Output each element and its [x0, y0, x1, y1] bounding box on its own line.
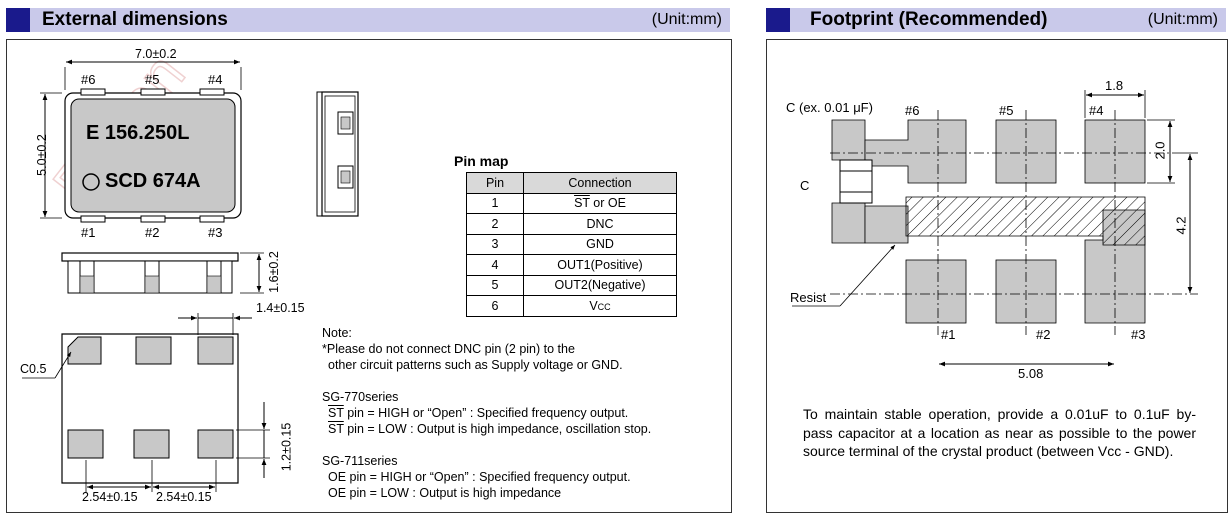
series-line: ST pin = LOW : Output is high impedance,… — [328, 422, 652, 436]
column-header: Connection — [523, 172, 677, 194]
header-title: External dimensions — [42, 9, 228, 30]
footprint-drawing — [792, 90, 1198, 367]
chamfer-label: C0.5 — [20, 362, 47, 376]
note-line: other circuit patterns such as Supply vo… — [328, 358, 623, 372]
c-label: C — [800, 178, 810, 193]
pin-label: #3 — [208, 225, 223, 240]
pin-label: #5 — [999, 103, 1014, 118]
pad-width-dimension-label: 1.4±0.15 — [256, 301, 305, 315]
series-line: OE pin = HIGH or “Open” : Specified freq… — [328, 470, 631, 484]
pin-cell: 6 — [466, 295, 524, 317]
header-unit: (Unit:mm) — [651, 11, 722, 28]
width-dimension-label: 7.0±0.2 — [135, 47, 177, 61]
table-header-row: Pin Connection — [466, 172, 677, 194]
thickness-dimension-label: 1.6±0.2 — [266, 251, 281, 293]
marking-line1: E 156.250L — [86, 122, 190, 144]
pin-cell: 3 — [466, 233, 524, 255]
pin-label: #6 — [81, 72, 96, 87]
note-label: Note: — [322, 326, 352, 340]
external-dimensions-header: External dimensions (Unit:mm) — [6, 8, 730, 32]
front-view-package — [61, 252, 239, 294]
pin-label: #6 — [905, 103, 920, 118]
row-pitch-dimension-label: 4.2 — [1173, 216, 1189, 235]
pin-cell: 1 — [466, 192, 524, 214]
pin-label: #1 — [81, 225, 96, 240]
pad-height-dimension-label: 1.2±0.15 — [279, 422, 294, 472]
connection-cell: DNC — [523, 213, 677, 235]
pad-height-dimension-label: 2.0 — [1152, 141, 1168, 160]
pin-cell: 4 — [466, 254, 524, 276]
capacitor-label: C (ex. 0.01 μF) — [786, 100, 873, 115]
pad-width-dimension-label: 1.8 — [1105, 78, 1124, 93]
pin-label: #2 — [145, 225, 160, 240]
side-view-package — [316, 91, 359, 217]
height-dimension-label: 5.0±0.2 — [34, 134, 49, 176]
series-line: OE pin = LOW : Output is high impedance — [328, 486, 562, 500]
pin-label: #4 — [208, 72, 223, 87]
series-title: SG-711series — [322, 454, 398, 468]
header-unit: (Unit:mm) — [1147, 11, 1218, 28]
top-view-package — [64, 88, 242, 223]
resist-label: Resist — [790, 290, 827, 305]
pin-label: #1 — [941, 327, 956, 342]
pin-label: #3 — [1131, 327, 1146, 342]
pitch-dimension-label: 2.54±0.15 — [82, 490, 138, 504]
pin-cell: 2 — [466, 213, 524, 235]
note-line: *Please do not connect DNC pin (2 pin) t… — [322, 342, 575, 356]
bottom-view-package — [61, 333, 239, 484]
header-square-icon — [6, 8, 30, 32]
column-span-dimension-label: 5.08 — [1018, 366, 1044, 381]
header-title: Footprint (Recommended) — [810, 9, 1048, 30]
pin1-marker-icon — [82, 173, 100, 191]
connection-cell: VCC — [523, 295, 677, 317]
column-header: Pin — [466, 172, 524, 194]
pin-label: #4 — [1089, 103, 1104, 118]
footprint-header: Footprint (Recommended) (Unit:mm) — [766, 8, 1226, 32]
pin-label: #2 — [1036, 327, 1051, 342]
marking-line2: SCD 674A — [105, 170, 201, 192]
pitch-dimension-label: 2.54±0.15 — [156, 490, 212, 504]
header-square-icon — [766, 8, 790, 32]
series-title: SG-770series — [322, 390, 399, 404]
pin-map-title: Pin map — [454, 153, 509, 169]
pin-cell: 5 — [466, 274, 524, 296]
footprint-paragraph: To maintain stable operation, provide a … — [803, 406, 1196, 459]
connection-cell: OUT1(Positive) — [523, 254, 677, 276]
connection-cell: GND — [523, 233, 677, 255]
series-line: ST pin = HIGH or “Open” : Specified freq… — [328, 406, 629, 420]
connection-cell: ST or OE — [523, 192, 677, 214]
connection-cell: OUT2(Negative) — [523, 274, 677, 296]
pin-label: #5 — [145, 72, 160, 87]
